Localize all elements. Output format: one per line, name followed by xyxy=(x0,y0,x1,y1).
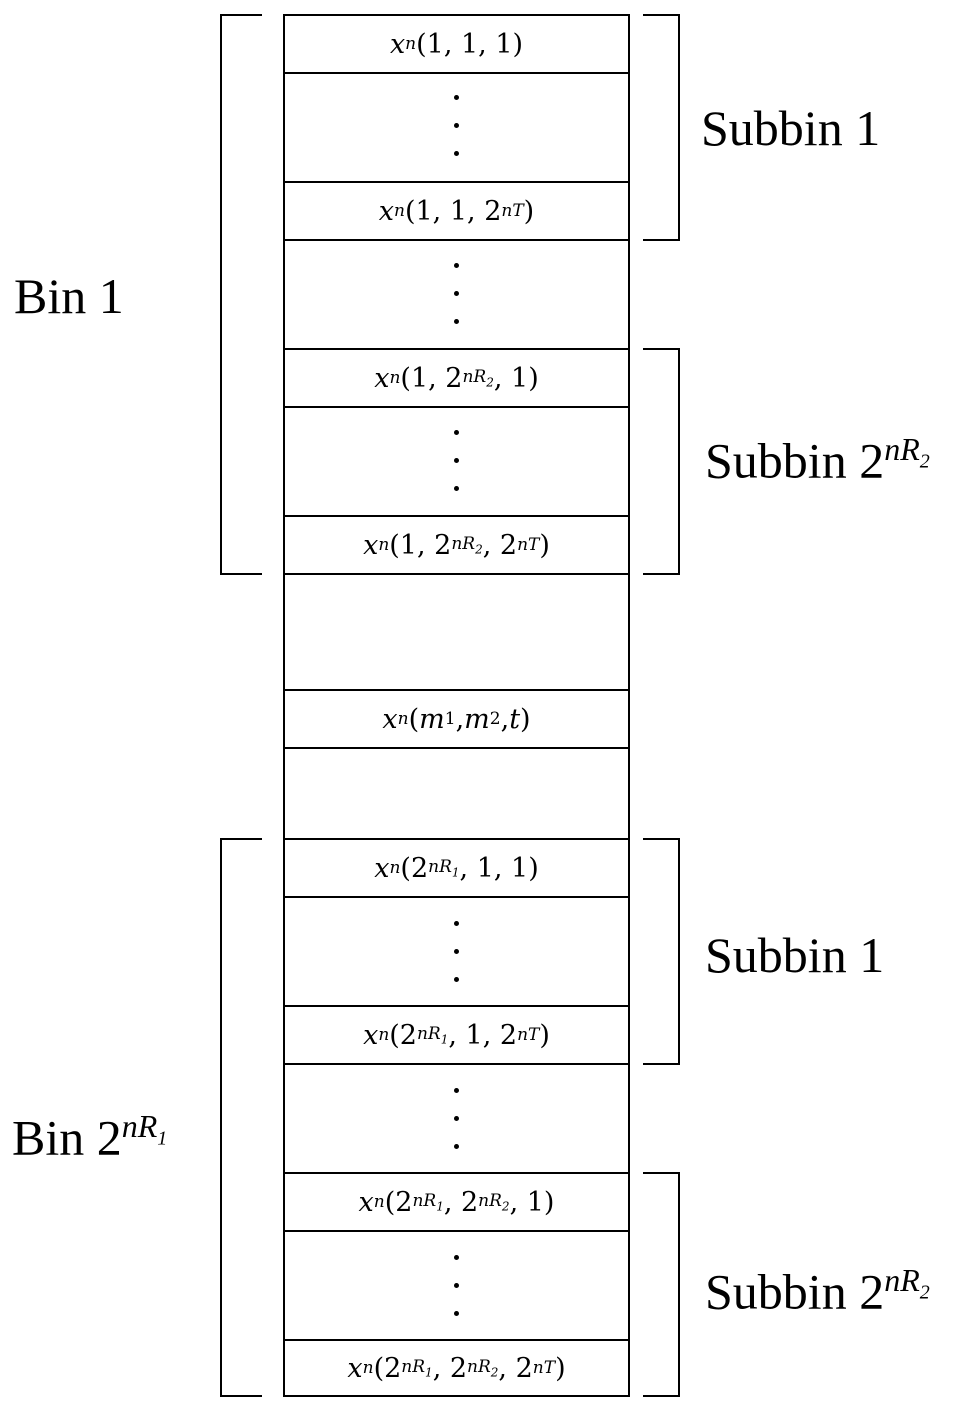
bin-last-label: Bin 2nR1 xyxy=(12,1108,168,1166)
subbin-1-bracket-bin-last xyxy=(643,838,680,1065)
subbin-last-label-bin-1: Subbin 2nR2 xyxy=(705,431,930,489)
bin-1-label: Bin 1 xyxy=(14,268,124,324)
vertical-dots-icon xyxy=(454,430,460,500)
vertical-dots-icon xyxy=(454,1255,460,1325)
vertical-dots-icon xyxy=(454,95,460,165)
bin-1-bracket xyxy=(220,14,262,575)
subbin-last-bracket-bin-last xyxy=(643,1172,680,1397)
vertical-dots-icon xyxy=(454,1088,460,1158)
subbin-last-label-bin-last: Subbin 2nR2 xyxy=(705,1262,930,1320)
subbin-1-label-bin-last: Subbin 1 xyxy=(705,927,885,983)
subbin-1-label-bin-1: Subbin 1 xyxy=(701,100,881,156)
bin-last-bracket xyxy=(220,838,262,1397)
subbin-last-bracket-bin-1 xyxy=(643,348,680,575)
subbin-1-bracket-bin-1 xyxy=(643,14,680,241)
vertical-dots-icon xyxy=(454,263,460,333)
vertical-dots-icon xyxy=(454,921,460,991)
